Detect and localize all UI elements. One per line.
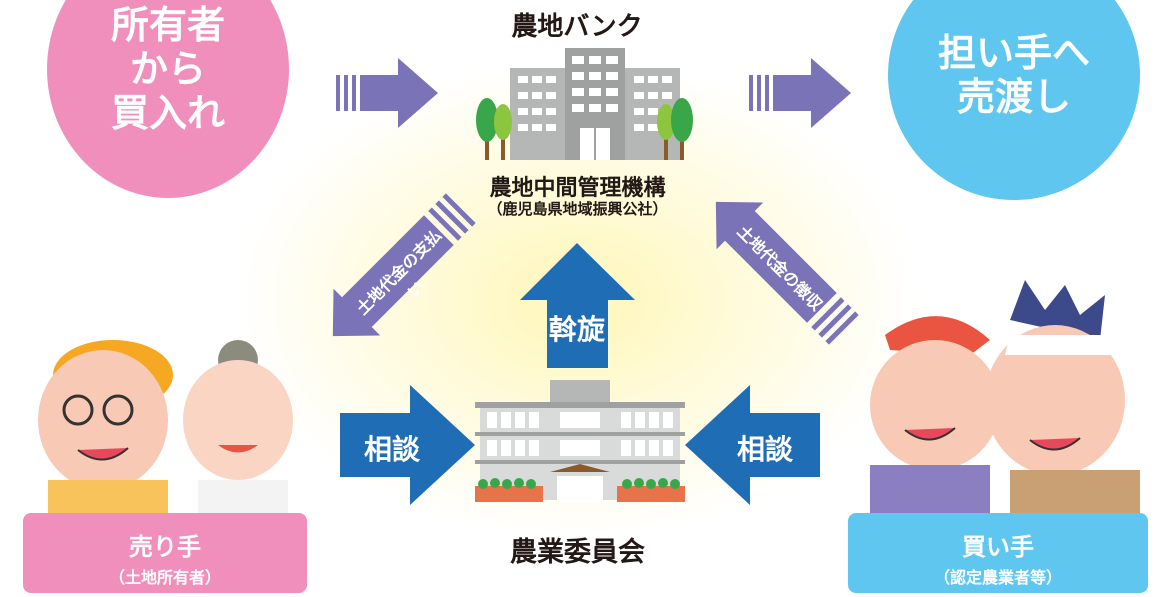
org-subtitle: （鹿児島県地域振興公社）: [487, 200, 668, 218]
seller-label: 売り手: [129, 533, 201, 561]
buyer-label-box: 買い手 （認定農業者等）: [848, 513, 1148, 593]
buyer-couple-illustration: [870, 280, 1140, 520]
consult-right-label: 相談: [736, 433, 793, 466]
seller-sublabel: （土地所有者）: [108, 568, 221, 587]
buyer-sublabel: （認定農業者等）: [933, 568, 1062, 587]
bank-title: 農地バンク: [511, 12, 643, 42]
committee-name: 農業委員会: [510, 537, 645, 568]
arrow-collection-shape-icon: [715, 201, 859, 345]
arrow-owner-to-bank-icon: [336, 58, 438, 128]
buyer-circle-line-2: 売渡し: [956, 75, 1071, 119]
seller-couple-illustration: [38, 340, 293, 520]
owner-line-2: から: [129, 47, 206, 91]
arrow-consult-right-icon: [685, 385, 820, 505]
arrow-payment: 土地代金の支払い: [309, 178, 490, 359]
owner-line-1: 所有者: [110, 3, 225, 47]
org-name: 農地中間管理機構: [489, 176, 666, 201]
owner-line-3: 買入れ: [110, 91, 225, 135]
bank-building-icon: [476, 48, 693, 160]
arrow-consult-left-icon: [340, 385, 475, 505]
arrow-collection: 土地代金の徴収: [692, 178, 873, 359]
consult-left-label: 相談: [363, 433, 420, 466]
buyer-label: 買い手: [962, 533, 1034, 561]
mediation-label: 斡旋: [548, 313, 605, 346]
buyer-sale-circle: 担い手へ 売渡し: [888, 0, 1140, 200]
buyer-circle-line-1: 担い手へ: [937, 31, 1090, 75]
seller-label-box: 売り手 （土地所有者）: [23, 513, 307, 593]
arrow-bank-to-buyer-icon: [749, 58, 851, 128]
arrow-up-mediation-icon: [520, 243, 635, 368]
owner-purchase-circle: 所有者 から 買入れ: [47, 0, 289, 198]
arrow-payment-shape-icon: [332, 193, 476, 337]
committee-building-icon: [475, 380, 685, 502]
